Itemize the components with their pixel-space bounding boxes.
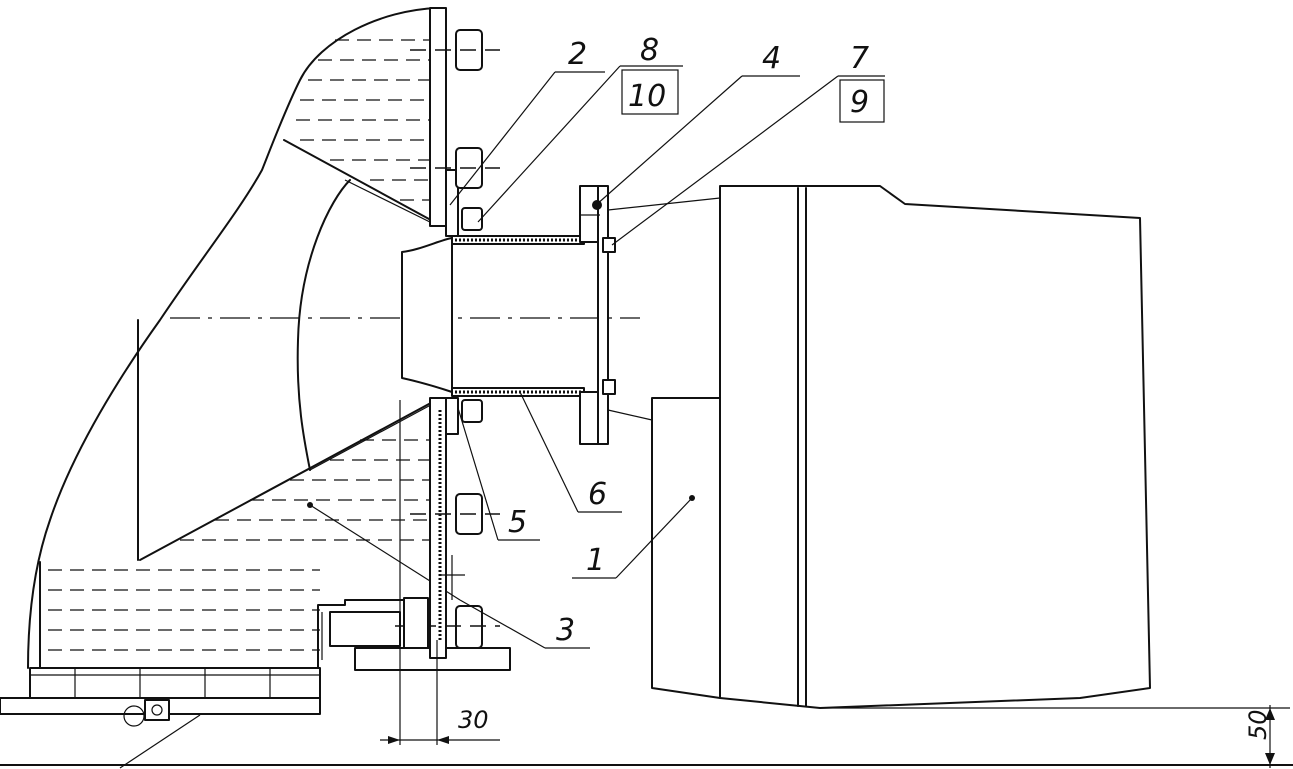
callout-1: 1 — [586, 543, 605, 578]
base-frame — [0, 667, 1293, 769]
callout-9: 9 — [850, 85, 869, 120]
callout-6: 6 — [588, 477, 607, 512]
dimension-30: 30 — [380, 706, 500, 744]
callout-3: 3 — [556, 613, 575, 648]
callout-5: 5 — [508, 505, 527, 540]
lower-liquid-region — [39, 397, 461, 669]
callout-2: 2 — [568, 37, 587, 72]
dimension-50-label: 50 — [1244, 709, 1272, 740]
wall-bolts — [395, 29, 500, 649]
dimension-30-label: 30 — [458, 706, 489, 734]
upper-liquid-region — [283, 39, 441, 227]
callout-10: 10 — [628, 79, 666, 114]
dimension-50: 50 — [820, 705, 1290, 768]
housing — [27, 7, 640, 669]
callout-4: 4 — [762, 41, 781, 76]
chute — [401, 235, 585, 397]
callouts: 2 8 10 4 7 9 5 6 1 3 — [449, 33, 885, 649]
callout-7: 7 — [850, 41, 869, 76]
wall-plate — [399, 7, 459, 745]
callout-8: 8 — [640, 33, 659, 68]
flange — [579, 185, 616, 445]
equipment-unit — [607, 185, 1151, 709]
